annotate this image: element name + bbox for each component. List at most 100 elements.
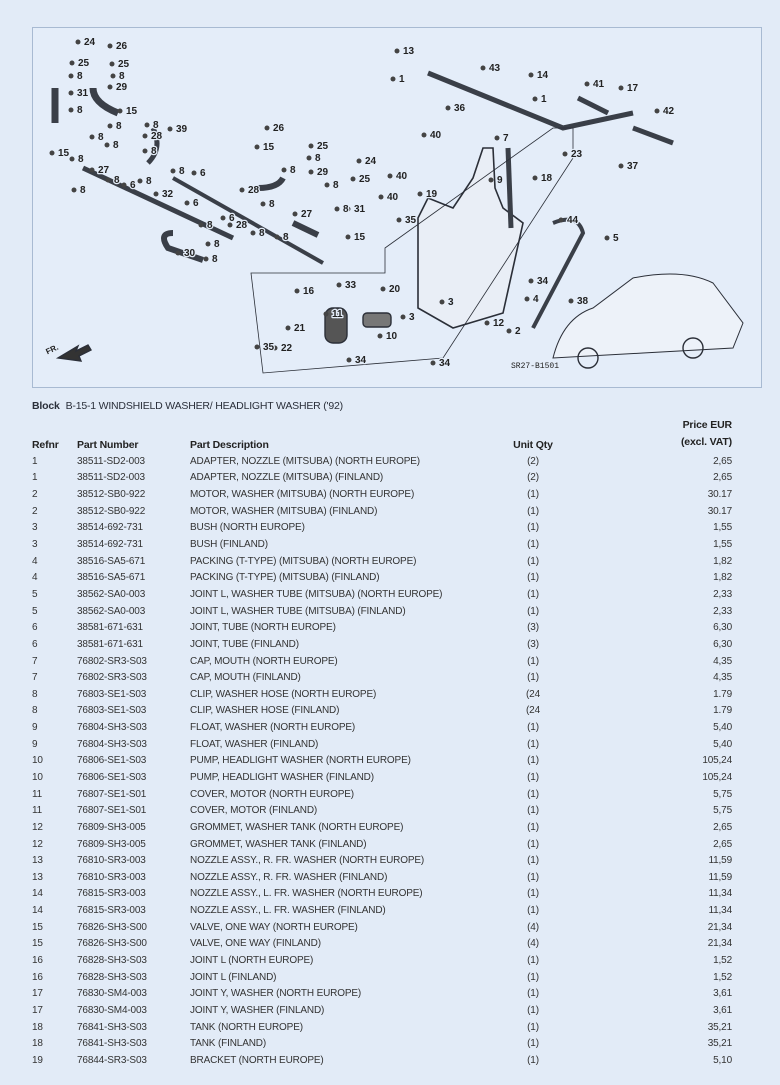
part-marker — [144, 122, 150, 128]
part-marker — [480, 65, 486, 71]
part-number-cell: 38516-SA5-671 — [77, 555, 146, 567]
unit-qty-cell: (1) — [527, 1054, 539, 1066]
price-cell: 6,30 — [713, 622, 732, 634]
hose-segment — [89, 87, 120, 117]
part-number-cell: 38512-SB0-922 — [77, 489, 146, 501]
callout-label: 35 — [263, 342, 275, 353]
part-marker — [345, 206, 351, 212]
description-cell: MOTOR, WASHER (MITSUBA) (NORTH EUROPE) — [190, 489, 415, 501]
callout-label: 36 — [454, 103, 466, 114]
hose-segment — [576, 95, 610, 116]
refnr-cell: 18 — [32, 1038, 43, 1050]
refnr-cell: 4 — [32, 555, 38, 567]
callout-label: 17 — [627, 83, 639, 94]
price-cell: 21,34 — [707, 921, 732, 933]
refnr-cell: 9 — [32, 738, 38, 750]
hose-segment — [531, 217, 586, 329]
unit-qty-cell: (1) — [527, 955, 539, 967]
part-number-cell: 76806-SE1-S03 — [77, 755, 147, 767]
refnr-cell: 17 — [32, 988, 43, 1000]
unit-qty-cell: (1) — [527, 821, 539, 833]
part-marker — [107, 123, 113, 129]
refnr-cell: 10 — [32, 771, 43, 783]
refnr-cell: 16 — [32, 971, 43, 983]
refnr-cell: 3 — [32, 522, 38, 534]
callout-label: 24 — [365, 156, 377, 167]
callout-label: 13 — [403, 46, 415, 57]
part-number-cell: 38511-SD2-003 — [77, 472, 145, 484]
price-cell: 11,59 — [708, 871, 732, 883]
price-cell: 5,40 — [713, 738, 732, 750]
part-marker — [104, 142, 110, 148]
callout-label: 8 — [207, 220, 213, 231]
part-marker — [121, 182, 127, 188]
refnr-cell: 4 — [32, 572, 38, 584]
refnr-cell: 5 — [32, 605, 38, 617]
callout-label: 38 — [577, 296, 589, 307]
part-number-cell: 76828-SH3-S03 — [77, 955, 147, 967]
refnr-cell: 2 — [32, 489, 38, 501]
price-cell: 4,35 — [713, 672, 732, 684]
part-marker — [260, 201, 266, 207]
part-marker — [400, 314, 406, 320]
description-cell: TANK (FINLAND) — [190, 1038, 267, 1050]
part-marker — [336, 282, 342, 288]
header-refnr: Refnr — [32, 439, 59, 451]
callout-label: 15 — [263, 142, 275, 153]
price-cell: 2,65 — [713, 472, 732, 484]
part-marker — [306, 155, 312, 161]
part-marker — [562, 151, 568, 157]
part-marker — [350, 176, 356, 182]
callout-label: 8 — [116, 121, 122, 132]
part-marker — [71, 187, 77, 193]
callout-label: 41 — [593, 79, 605, 90]
refnr-cell: 1 — [32, 455, 38, 467]
part-marker — [142, 148, 148, 154]
unit-qty-cell: (1) — [527, 588, 539, 600]
unit-qty-cell: (1) — [527, 1021, 539, 1033]
part-marker — [584, 81, 590, 87]
callout-label: 16 — [303, 286, 315, 297]
callout-label: 8 — [333, 180, 339, 191]
part-marker — [281, 167, 287, 173]
part-marker — [417, 191, 423, 197]
refnr-cell: 17 — [32, 1004, 43, 1016]
part-number-cell: 76804-SH3-S03 — [77, 722, 147, 734]
callout-label: 24 — [84, 37, 96, 48]
part-number-cell: 76804-SH3-S03 — [77, 738, 147, 750]
refnr-cell: 13 — [32, 855, 43, 867]
callout-label: 26 — [273, 123, 285, 134]
part-number-cell: 76830-SM4-003 — [77, 988, 147, 1000]
callout-label: 39 — [176, 124, 188, 135]
callout-label: 9 — [497, 175, 503, 186]
callout-label: 29 — [317, 167, 329, 178]
part-marker — [68, 90, 74, 96]
part-marker — [324, 182, 330, 188]
part-marker — [387, 173, 393, 179]
unit-qty-cell: (2) — [527, 455, 539, 467]
callout-label: 8 — [212, 254, 218, 265]
callout-label: 1 — [399, 74, 405, 85]
unit-qty-cell: (1) — [527, 738, 539, 750]
part-marker — [356, 158, 362, 164]
callout-label: 29 — [116, 82, 128, 93]
callout-label: 8 — [315, 153, 321, 164]
header-unit-qty: Unit Qty — [513, 439, 553, 451]
description-cell: CAP, MOUTH (FINLAND) — [190, 672, 301, 684]
callout-label: 12 — [493, 318, 505, 329]
part-marker — [220, 215, 226, 221]
callout-label: 6 — [130, 180, 136, 191]
price-cell: 4,35 — [713, 655, 732, 667]
car-wheel — [577, 347, 599, 369]
unit-qty-cell: (1) — [527, 722, 539, 734]
refnr-cell: 9 — [32, 722, 38, 734]
callout-label: 25 — [78, 58, 90, 69]
price-cell: 35,21 — [707, 1038, 732, 1050]
unit-qty-cell: (1) — [527, 971, 539, 983]
